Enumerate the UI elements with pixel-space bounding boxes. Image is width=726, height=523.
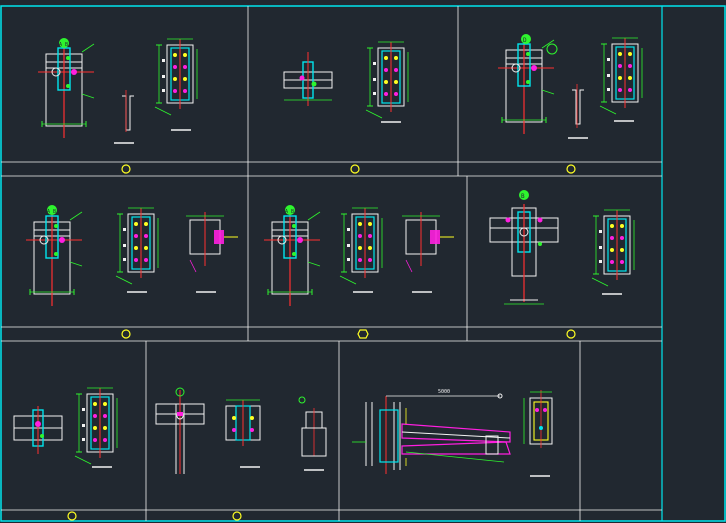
- detail-marker-6: [566, 329, 576, 339]
- detail-panel-3: D: [497, 34, 643, 139]
- detail-marker-3: [566, 164, 576, 174]
- detail-marker-1: [121, 164, 131, 174]
- grid-label-ab: A B: [47, 209, 56, 215]
- detail-marker-5: [357, 329, 369, 339]
- detail-panel-5: A B: [263, 205, 455, 307]
- detail-panel-8: [155, 387, 327, 474]
- detail-marker-2: [350, 164, 360, 174]
- outer-frame: [0, 5, 726, 522]
- detail-panel-7: [13, 387, 118, 468]
- grid-label-d: D: [523, 37, 527, 44]
- grid-label-ab: A B: [285, 209, 294, 215]
- grid-lines: [1, 6, 662, 521]
- detail-panel-2: [283, 41, 409, 123]
- grid-bubble: [59, 38, 69, 48]
- detail-marker-8: [232, 511, 242, 521]
- grid-label-ab: A B: [59, 42, 68, 48]
- detail-panel-9: 5000: [352, 389, 553, 477]
- detail-marker-4: [121, 329, 131, 339]
- detail-marker-7: [67, 511, 77, 521]
- grid-bubble: [521, 34, 531, 44]
- detail-panel-4: A B: [25, 205, 239, 307]
- detail-panel-6: B: [489, 190, 635, 305]
- span-dimension: 5000: [438, 389, 450, 395]
- detail-panel-1: A B: [37, 38, 198, 144]
- grid-label-b: B: [521, 193, 525, 200]
